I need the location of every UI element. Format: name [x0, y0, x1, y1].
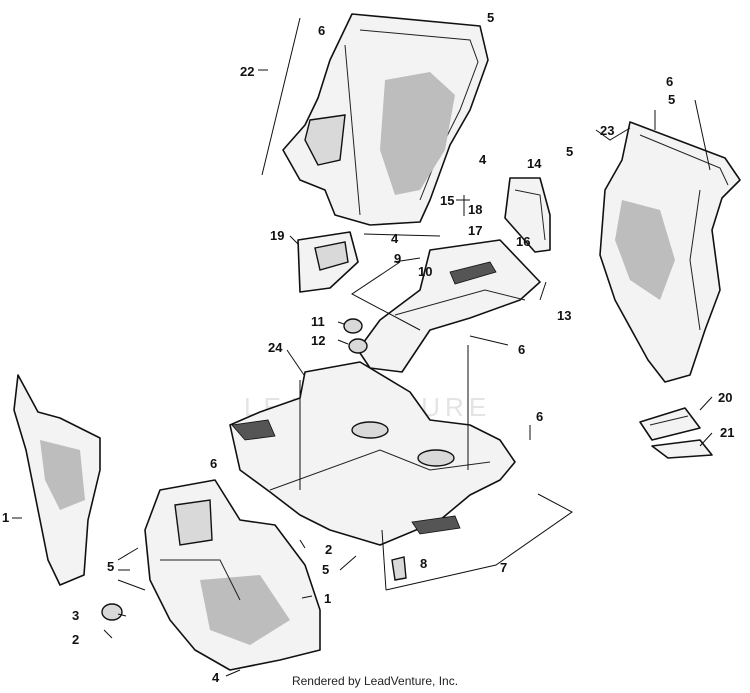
callout-6-right-top: 6: [666, 74, 673, 89]
callout-5-right: 5: [566, 144, 573, 159]
callout-2-lower: 2: [72, 632, 79, 647]
callout-12: 12: [311, 333, 325, 348]
callout-4-top: 4: [479, 152, 487, 167]
callout-5-mid: 5: [322, 562, 329, 577]
part-8-clip[interactable]: [391, 556, 407, 581]
part-21-strip[interactable]: [651, 439, 713, 459]
part-7-floor-pan[interactable]: [229, 361, 516, 546]
callout-9: 9: [394, 251, 401, 266]
callout-2-mid: 2: [325, 542, 332, 557]
callout-24: 24: [268, 340, 283, 355]
callout-1-left: 1: [2, 510, 9, 525]
part-11-knob[interactable]: [343, 318, 363, 334]
callout-21: 21: [720, 425, 734, 440]
callout-8: 8: [420, 556, 427, 571]
part-23-right-panel[interactable]: [599, 121, 741, 383]
part-12-knob[interactable]: [348, 338, 368, 354]
callout-17: 17: [468, 223, 482, 238]
callout-1-lower: 1: [324, 591, 331, 606]
callout-5-lower: 5: [107, 559, 114, 574]
callout-20: 20: [718, 390, 732, 405]
callout-6-lower: 6: [210, 456, 217, 471]
part-22-front-panel[interactable]: [282, 13, 489, 226]
callout-23: 23: [600, 123, 614, 138]
render-credit: Rendered by LeadVenture, Inc.: [291, 674, 459, 688]
callout-4-mid: 4: [391, 231, 399, 246]
callout-10: 10: [418, 264, 432, 279]
callout-5-right-top: 5: [668, 92, 675, 107]
callout-5-top: 5: [487, 10, 494, 25]
callout-18: 18: [468, 202, 482, 217]
callout-19: 19: [270, 228, 284, 243]
callout-3: 3: [72, 608, 79, 623]
part-20-decal[interactable]: [639, 407, 701, 441]
leader-lines: [12, 17, 713, 677]
part-19-plate[interactable]: [297, 231, 359, 293]
part-3-knob[interactable]: [101, 603, 123, 621]
callout-22: 22: [240, 64, 254, 79]
callout-11: 11: [311, 314, 325, 329]
callout-6-mid: 6: [518, 342, 525, 357]
callout-labels: 22 6 5 4 14 15 18 17 16 19 4 9 10 13 11 …: [2, 10, 734, 685]
callout-13: 13: [557, 308, 571, 323]
callout-14: 14: [527, 156, 542, 171]
part-14-bracket[interactable]: [504, 177, 551, 253]
part-1-left-panel[interactable]: [13, 374, 101, 586]
callout-6-top: 6: [318, 23, 325, 38]
part-1-lower-panel[interactable]: [144, 479, 321, 671]
callout-15: 15: [440, 193, 454, 208]
callout-6-right: 6: [536, 409, 543, 424]
part-9-center-console[interactable]: [357, 239, 541, 373]
callout-7: 7: [500, 560, 507, 575]
callout-4-lower: 4: [212, 670, 220, 685]
callout-16: 16: [516, 234, 530, 249]
